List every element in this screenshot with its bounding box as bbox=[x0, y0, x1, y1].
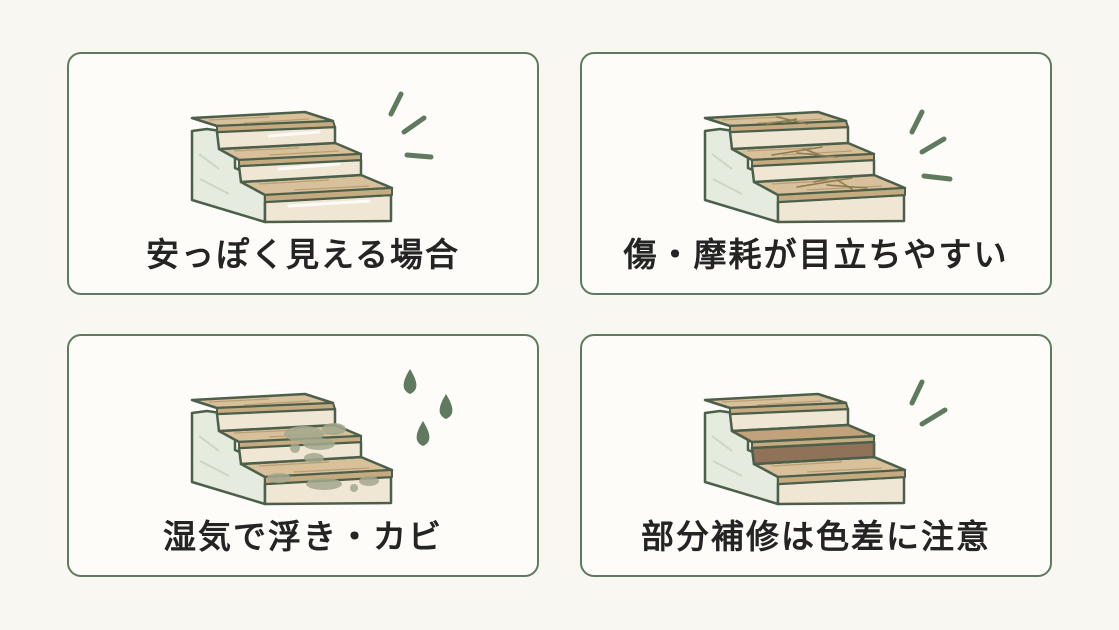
panel-label: 安っぽく見える場合 bbox=[145, 235, 460, 274]
panel-label: 湿気で浮き・カビ bbox=[163, 517, 443, 556]
panel-label: 部分補修は色差に注意 bbox=[641, 517, 991, 556]
moldy-staircase-icon bbox=[190, 369, 453, 506]
panel-label: 傷・摩耗が目立ちやすい bbox=[623, 235, 1009, 274]
panel-cheap-looking: 安っぽく見える場合 bbox=[67, 52, 539, 295]
panel-scratches-wear: 傷・摩耗が目立ちやすい bbox=[580, 52, 1052, 295]
panel-moisture-mold: 湿気で浮き・カビ bbox=[67, 334, 539, 577]
panel-color-difference: 部分補修は色差に注意 bbox=[580, 334, 1052, 577]
scratched-staircase-icon bbox=[703, 109, 953, 224]
color-mismatch-staircase-icon bbox=[703, 379, 948, 506]
shiny-staircase-icon bbox=[190, 91, 434, 224]
